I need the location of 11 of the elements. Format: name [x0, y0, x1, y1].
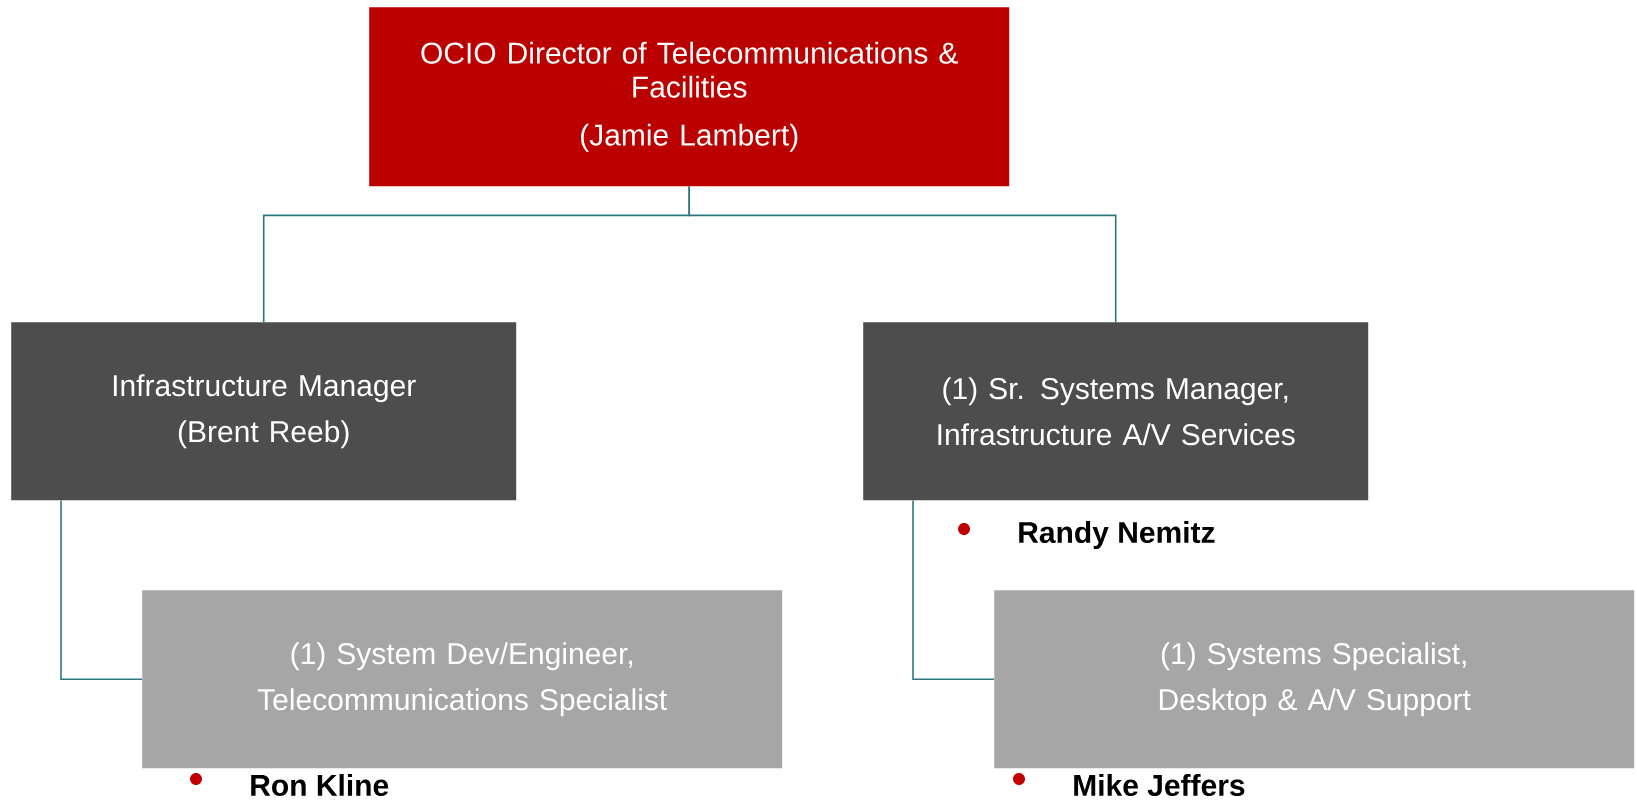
- bullet-item: Mike Jeffers: [1013, 773, 1245, 797]
- specialist-box: (1) System Dev/Engineer, Telecommunications Specialist: [142, 590, 783, 769]
- connector-line: [688, 185, 1117, 323]
- connector-line: [912, 499, 995, 680]
- bullet-item: Ron Kline: [190, 773, 389, 797]
- specialist-box: (1) Systems Specialist, Desktop & A/V Support: [994, 590, 1635, 769]
- bullet-item: Randy Nemitz: [958, 521, 1215, 549]
- connector-line: [60, 499, 143, 680]
- director-box: OCIO Director of Telecommunications & Facilities (Jamie Lambert): [369, 7, 1010, 187]
- manager-box: Infrastructure Manager (Brent Reeb): [11, 322, 517, 501]
- manager-box: (1) Sr. Systems Manager, Infrastructure A/V Services: [863, 322, 1369, 501]
